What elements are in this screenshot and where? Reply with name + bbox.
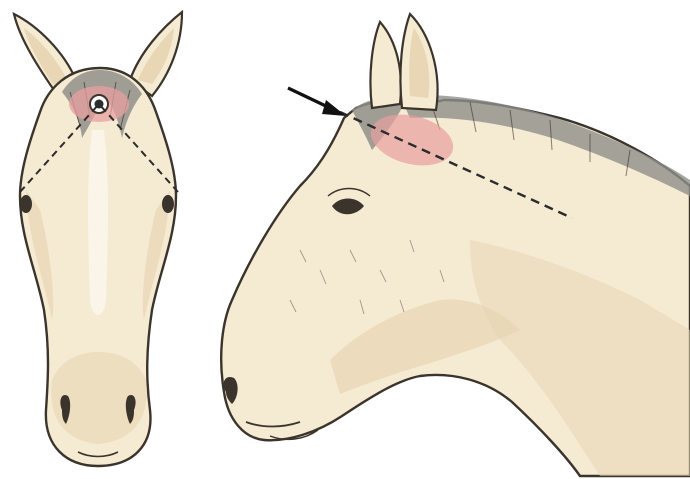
front-blaze xyxy=(88,130,108,315)
arrow-icon xyxy=(288,88,346,116)
side-view-panel xyxy=(221,14,690,476)
front-view-panel xyxy=(14,12,182,466)
front-left-eye xyxy=(20,195,32,213)
front-right-eye xyxy=(162,195,174,213)
side-back-ear xyxy=(370,22,401,108)
